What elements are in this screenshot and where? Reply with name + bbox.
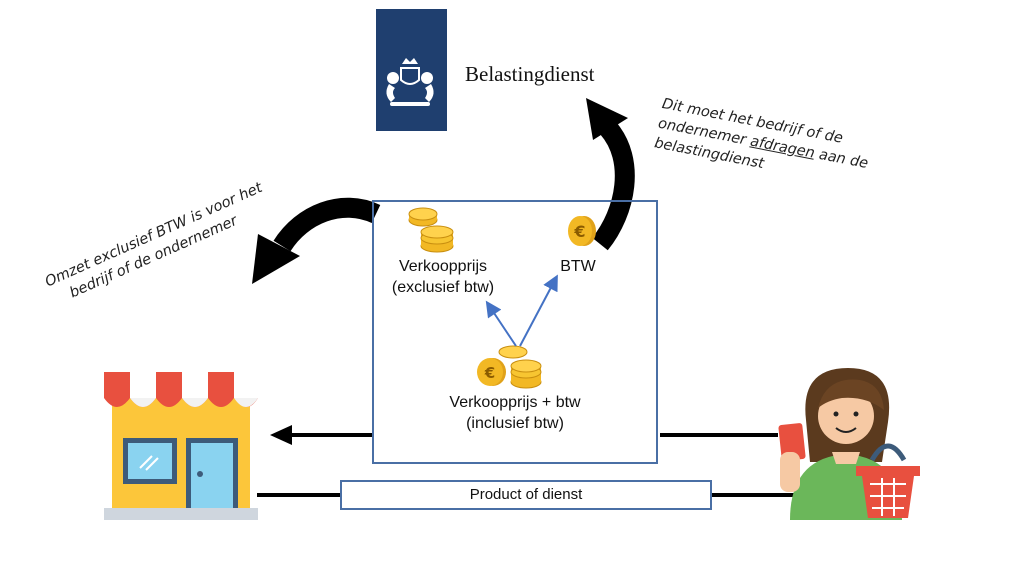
split-arrow-right xyxy=(519,274,558,347)
svg-text:€: € xyxy=(573,222,585,241)
split-arrow-left xyxy=(485,300,517,347)
price-excl-label: Verkoopprijs (exclusief btw) xyxy=(391,258,495,296)
product-or-service-label: Product of dienst xyxy=(340,480,712,510)
arrow-to-tax-authority xyxy=(586,98,635,251)
coin-stack-icon-bottom: € xyxy=(477,345,542,389)
arrow-to-business xyxy=(252,197,381,284)
shop-storefront-icon xyxy=(104,372,258,520)
vat-label: BTW xyxy=(560,258,596,275)
customer-with-basket-icon xyxy=(778,368,920,520)
logo-block xyxy=(376,9,447,131)
price-incl-label: Verkoopprijs + btw (inclusief btw) xyxy=(449,394,581,432)
price-breakdown-box xyxy=(372,200,658,464)
tax-authority-name: Belastingdienst xyxy=(465,62,595,86)
royal-coat-of-arms-icon xyxy=(386,58,434,106)
coin-stack-icon-left xyxy=(408,207,454,253)
money-flow-arrow xyxy=(270,425,778,445)
svg-text:€: € xyxy=(484,364,495,382)
euro-coin-icon: € xyxy=(568,216,596,246)
